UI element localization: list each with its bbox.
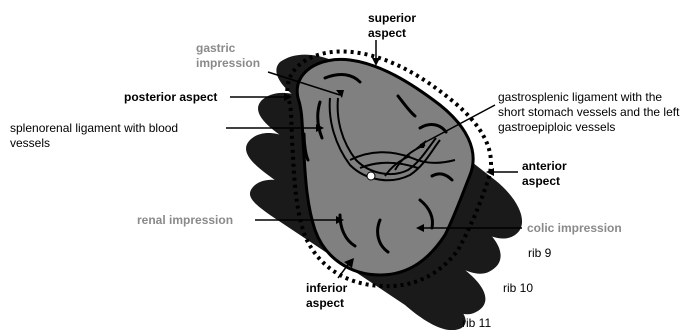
rib-11-label: rib 11 [462, 316, 491, 330]
gastrosplenic-label-2: short stomach vessels and the left [498, 105, 680, 119]
anterior-aspect-label: aspect [522, 174, 560, 188]
renal-impression-label: renal impression [137, 213, 233, 227]
inferior-label: inferior [306, 281, 348, 295]
rib-9-label: rib 9 [528, 246, 552, 260]
superior-aspect-label: aspect [368, 26, 406, 40]
splenorenal-vessels-label: vessels [10, 136, 50, 150]
rib-10-label: rib 10 [503, 281, 533, 295]
gastric-impression-label: impression [196, 56, 260, 70]
superior-label: superior [368, 11, 416, 25]
gastric-label: gastric [196, 41, 236, 55]
posterior-aspect-label: posterior aspect [124, 90, 217, 104]
inferior-aspect-label: aspect [306, 296, 344, 310]
hilum-white-dot [367, 172, 375, 180]
gastrosplenic-label-3: gastroepiploic vessels [498, 120, 615, 134]
gastrosplenic-label: gastrosplenic ligament with the [498, 90, 662, 104]
colic-impression-label: colic impression [527, 221, 622, 235]
anterior-label: anterior [522, 159, 567, 173]
splenorenal-label: splenorenal ligament with blood [10, 121, 178, 135]
